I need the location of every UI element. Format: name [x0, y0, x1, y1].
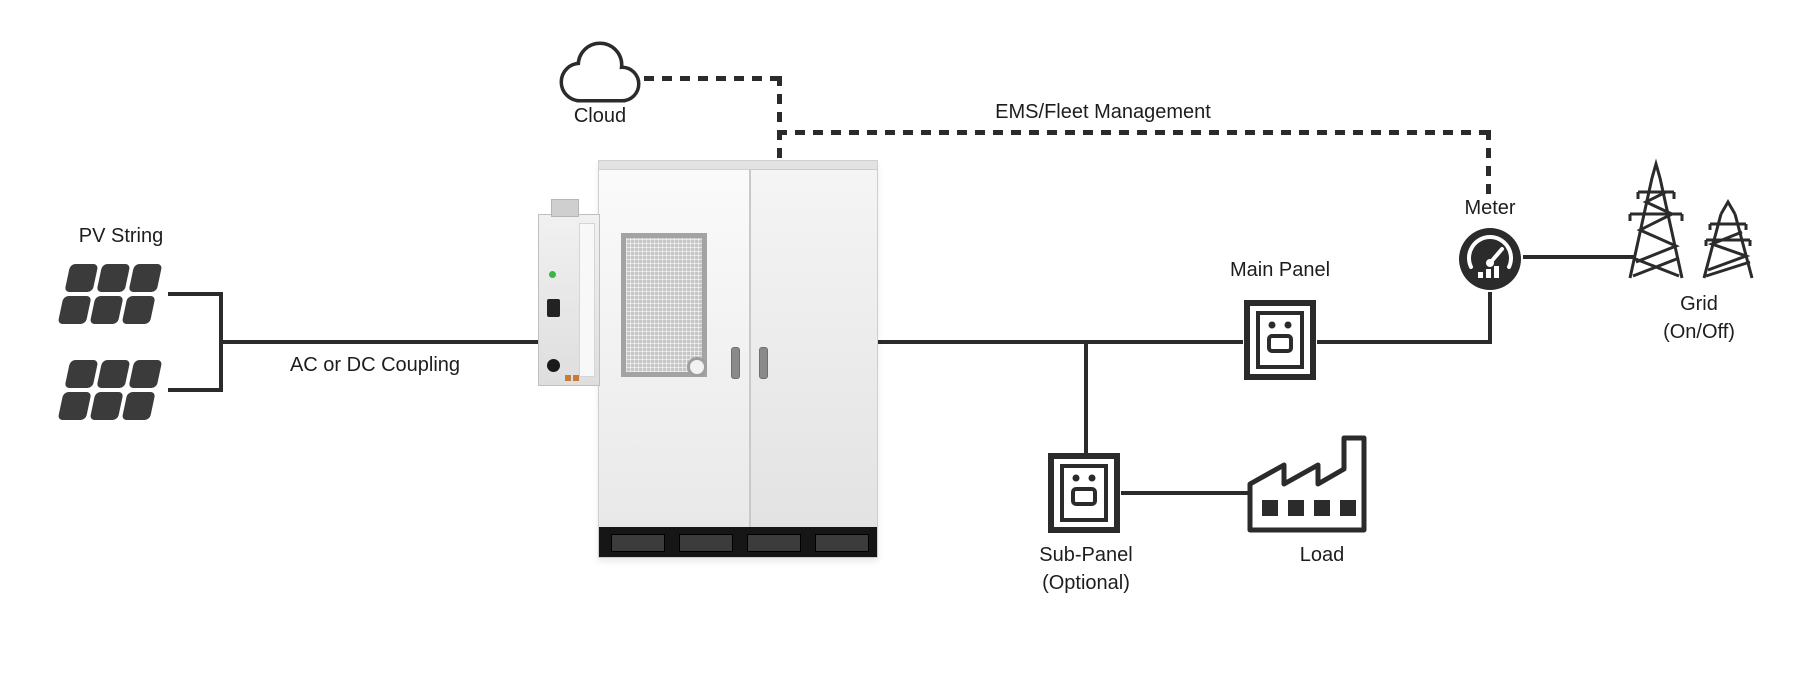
ems-label: EMS/Fleet Management	[995, 101, 1211, 123]
pv-cell	[57, 296, 92, 324]
connector-knob	[547, 359, 560, 372]
plinth-vent-slot	[747, 534, 801, 552]
pv-cell	[128, 264, 163, 292]
pv-cell	[89, 296, 124, 324]
pv-cell	[121, 296, 156, 324]
pv-string-label: PV String	[78, 225, 164, 247]
pv-cell	[64, 264, 99, 292]
dc-switch	[547, 299, 560, 317]
plinth-vent-slot	[611, 534, 665, 552]
main-panel-label: Main Panel	[1229, 259, 1331, 281]
plinth-vent-slot	[679, 534, 733, 552]
connector-pin	[565, 375, 571, 381]
connector-cabinet-to-main-panel	[878, 340, 1243, 344]
load-label: Load	[1299, 544, 1345, 566]
connector-meter-to-grid	[1523, 255, 1635, 259]
coupling-label: AC or DC Coupling	[289, 354, 461, 376]
load-factory-icon	[1247, 435, 1367, 533]
pv-cell	[57, 392, 92, 420]
connector-pv-bottom-stub	[168, 388, 220, 392]
dashed-link-ems-to-meter	[1486, 130, 1491, 194]
connector-pin	[573, 375, 579, 381]
grid-towers-icon	[1628, 158, 1754, 279]
pv-cell	[89, 392, 124, 420]
plinth-vent-slot	[815, 534, 869, 552]
sub-panel-icon	[1048, 453, 1120, 533]
cabinet-door-handle	[759, 347, 768, 379]
status-led	[549, 271, 556, 278]
dashed-link-ems-horizontal	[777, 130, 1490, 135]
connector-corner-to-meter	[1488, 292, 1492, 344]
pv-cell	[121, 392, 156, 420]
cabinet-side-connection-box	[538, 199, 600, 386]
pv-cell	[96, 360, 131, 388]
pv-cell	[64, 360, 99, 388]
cabinet-top-strip	[599, 161, 877, 170]
pv-cell	[96, 264, 131, 292]
connector-junction-to-sub-panel	[1084, 342, 1088, 454]
pv-array-bottom-icon	[57, 360, 167, 420]
cabinet-door-handle	[731, 347, 740, 379]
grid-label: Grid (On/Off)	[1663, 293, 1735, 343]
battery-storage-cabinet-icon	[598, 160, 878, 558]
connector-pv-to-cabinet	[219, 340, 538, 344]
sub-panel-label: Sub-Panel (Optional)	[1039, 544, 1133, 594]
main-panel-icon	[1244, 300, 1316, 380]
cabinet-logo-badge	[687, 357, 707, 377]
cabinet-plinth	[599, 527, 877, 557]
meter-icon	[1459, 228, 1521, 290]
pv-array-top-icon	[57, 264, 167, 324]
connector-pv-top-stub	[168, 292, 220, 296]
cabinet-vent-grille	[621, 233, 707, 377]
side-box-cap	[551, 199, 579, 217]
cloud-icon	[559, 41, 641, 103]
pv-cell	[128, 360, 163, 388]
side-box-duct	[579, 223, 595, 377]
connector-main-panel-to-corner	[1317, 340, 1490, 344]
cloud-label: Cloud	[573, 105, 627, 127]
cabinet-door-seam	[749, 169, 751, 527]
dashed-link-cloud-to-cabinet	[777, 76, 782, 162]
meter-label: Meter	[1464, 197, 1516, 219]
dashed-link-cloud-horizontal	[644, 76, 780, 81]
connector-sub-panel-to-load	[1121, 491, 1252, 495]
cabinet-right-door	[751, 169, 877, 527]
